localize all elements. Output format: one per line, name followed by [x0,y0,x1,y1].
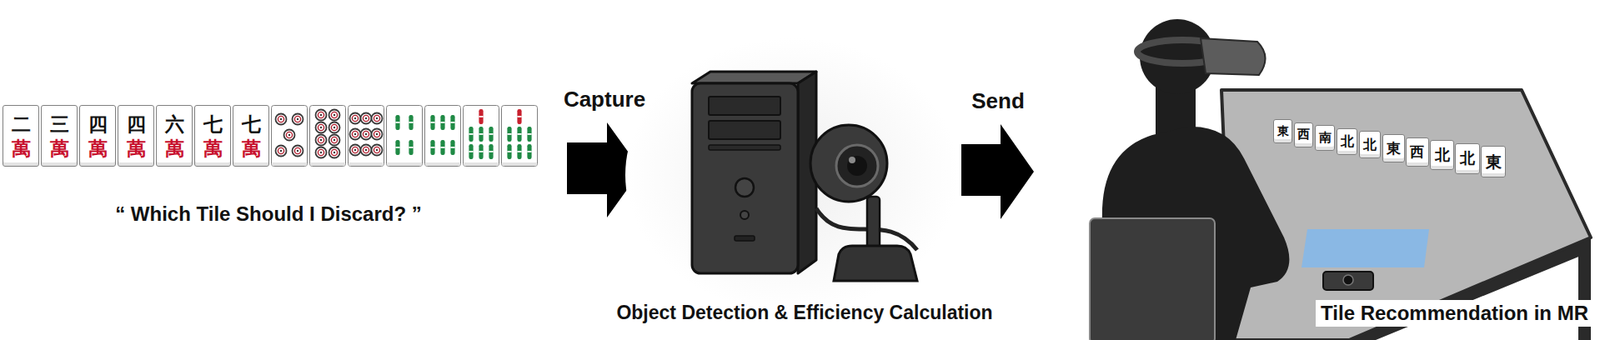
pin-tile [271,105,308,167]
tile-character: 南 [1319,130,1332,146]
tile-numeral: 六 [165,113,185,135]
tile-numeral: 三 [50,113,70,135]
mahjong-tile: 西 [1294,122,1315,148]
panel-caption: Tile Recommendation in MR [1315,300,1594,327]
mahjong-tile: 七萬 [232,105,270,167]
tile-character: 西 [1409,144,1425,161]
mahjong-tile: 西 [1405,137,1430,167]
person-silhouette [1089,19,1290,340]
mahjong-tile: 四萬 [79,105,116,167]
mahjong-tile: 北 [1359,130,1381,159]
arrow-label: Send [971,88,1025,115]
arrow-label: Capture [563,86,646,113]
mahjong-tile: 六萬 [155,105,193,167]
prompt-text: “ Which Tile Should I Discard? ” [115,202,422,226]
tile-numeral: 七 [241,113,261,135]
tile-character: 東 [1386,140,1401,157]
tile-character: 東 [1277,125,1290,138]
tile-suit: 萬 [11,137,31,159]
tile-suit: 萬 [165,137,185,159]
computer-tower [692,71,817,274]
tile-numeral: 七 [203,113,223,135]
tile-suit: 萬 [241,137,261,159]
tile-character: 北 [1434,146,1450,164]
mahjong-tile: 四萬 [117,105,155,167]
mahjong-tile: 東 [1480,145,1506,178]
pin-tile [310,105,347,167]
sou-tile [501,105,538,167]
webcam [810,125,918,281]
tile-character: 東 [1485,153,1502,171]
sou-tile [386,105,423,167]
tile-numeral: 二 [11,113,31,135]
mahjong-tile: 二萬 [2,105,40,167]
mahjong-tile: 北 [1454,143,1480,175]
glow [625,37,959,313]
mahjong-tile: 七萬 [194,105,231,167]
tile-suit: 萬 [50,137,70,159]
panel-caption: Object Detection & Efficiency Calculatio… [616,301,993,325]
mahjong-tile: 東 [1273,119,1293,144]
sou-tile [463,105,500,167]
tile-character: 北 [1459,150,1475,167]
mahjong-tile: 北 [1429,140,1455,171]
tile-character: 西 [1297,127,1310,142]
tile-numeral: 四 [88,113,108,135]
sou-tile [425,105,462,167]
tile-numeral: 四 [126,113,146,135]
tile-character: 北 [1363,137,1377,153]
mahjong-tile: 北 [1336,128,1358,156]
block-arrow [961,124,1034,220]
mahjong-tile: 三萬 [40,105,78,167]
pin-tile [348,105,385,167]
mahjong-tile: 南 [1314,125,1336,151]
mahjong-tile: 東 [1382,134,1405,163]
tile-character: 北 [1340,134,1355,150]
tile-suit: 萬 [88,137,108,159]
tile-suit: 萬 [126,137,146,159]
tile-suit: 萬 [203,137,223,159]
